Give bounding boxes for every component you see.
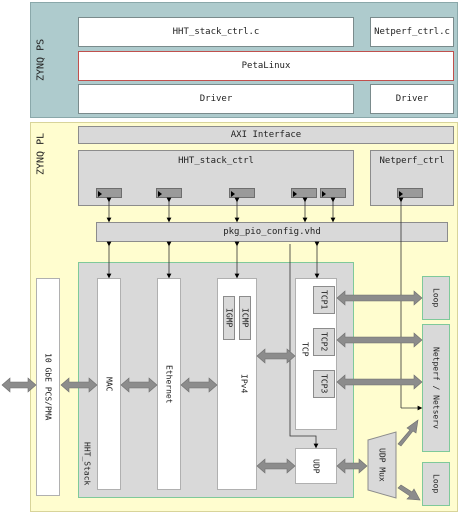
pcs-pma-label: 10 GbE PCS/PMA (43, 353, 53, 421)
ctrl-port-2 (156, 188, 182, 198)
tcp2-block: TCP2 (313, 328, 335, 356)
udp-mux-label: UDP Mux (377, 448, 387, 482)
mac-label: MAC (104, 376, 114, 392)
ipv4-label: IPv4 (239, 374, 249, 394)
hht-stack-label: HHT_Stack (82, 442, 92, 486)
pkg-pio-config-block: pkg_pio_config.vhd (96, 222, 448, 242)
netperf-ctrl-c-block: Netperf_ctrl.c (370, 17, 454, 47)
loop-top-block: Loop (422, 276, 450, 320)
ctrl-port-5 (320, 188, 346, 198)
udp-label: UDP (311, 458, 321, 474)
pcs-pma-block: 10 GbE PCS/PMA (36, 278, 60, 496)
loop-bottom-block: Loop (422, 462, 450, 506)
ctrl-port-4 (291, 188, 317, 198)
tcp1-block: TCP1 (313, 286, 335, 314)
icmp-block: ICMP (239, 296, 251, 340)
hht-stack-ctrl-label: HHT_stack_ctrl (178, 156, 254, 166)
driver-right-block: Driver (370, 84, 454, 114)
ethernet-label: Ethernet (164, 364, 174, 404)
igmp-block: IGMP (223, 296, 235, 340)
udp-block: UDP (295, 448, 337, 484)
ctrl-port-1 (96, 188, 122, 198)
petalinux-block: PetaLinux (78, 51, 454, 81)
ethernet-block: Ethernet (157, 278, 181, 490)
hht-stack-ctrl-c-block: HHT_stack_ctrl.c (78, 17, 354, 47)
mac-block: MAC (97, 278, 121, 490)
driver-left-block: Driver (78, 84, 354, 114)
ctrl-port-3 (229, 188, 255, 198)
tcp3-block: TCP3 (313, 370, 335, 398)
netperf-netserv-block: Netperf / Netserv (422, 324, 450, 452)
udp-mux-shape (367, 431, 397, 499)
tcp-label: TCP (300, 341, 310, 357)
netperf-ctrl-port (397, 188, 423, 198)
axi-interface-block: AXI Interface (78, 126, 454, 144)
netperf-ctrl-label: Netperf_ctrl (379, 156, 445, 166)
